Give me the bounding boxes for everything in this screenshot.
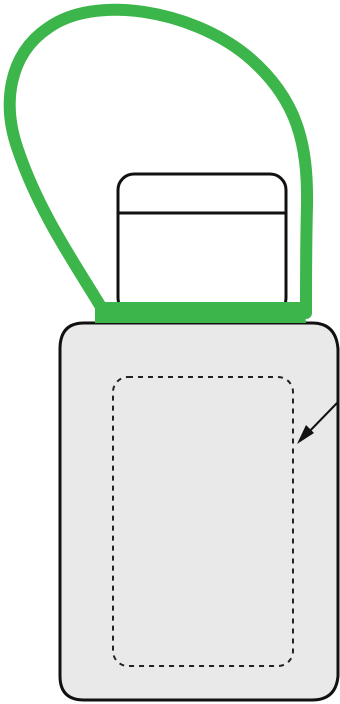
print-area bbox=[112, 376, 294, 667]
bag-body bbox=[58, 321, 340, 702]
pointer-arrow bbox=[297, 401, 339, 444]
top-cap bbox=[116, 172, 288, 316]
top-cap-outline bbox=[116, 172, 288, 316]
strap bbox=[3, 3, 314, 319]
pointer-arrow-head bbox=[297, 425, 314, 444]
strap-band bbox=[95, 302, 306, 323]
